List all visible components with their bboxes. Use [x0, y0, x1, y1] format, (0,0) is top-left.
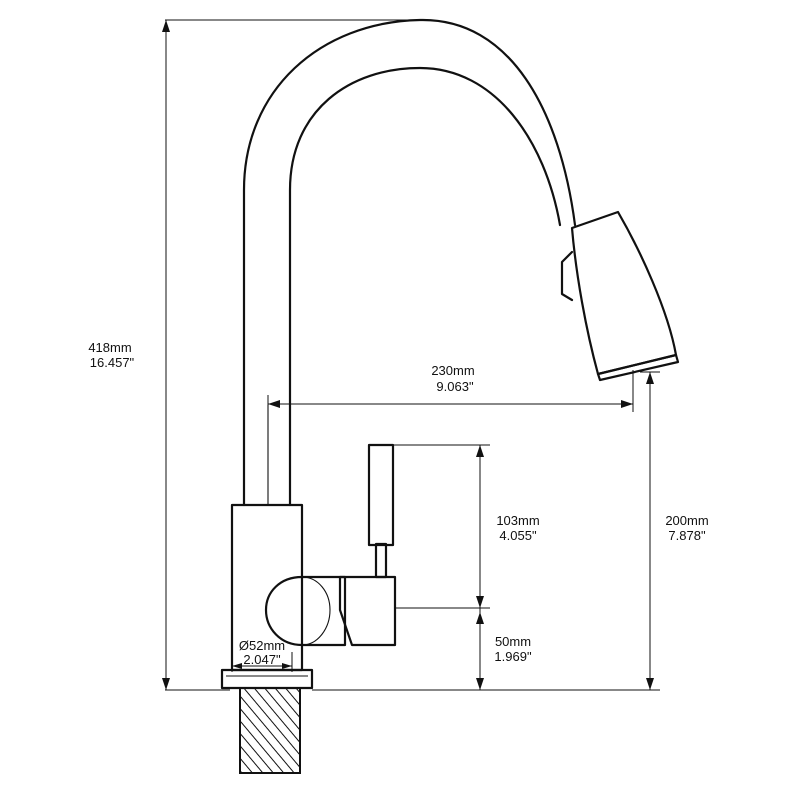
handle-hub-inner: [301, 576, 331, 646]
handle-hub: [264, 575, 347, 647]
base-plate: [220, 668, 314, 690]
spout-outer-curve: [242, 18, 577, 507]
clearance-imperial: 7.878": [668, 528, 706, 543]
spout-inner-curve: [288, 66, 562, 507]
handle-lever: [338, 575, 397, 647]
handle-height-metric: 103mm: [496, 513, 539, 528]
total-height-metric: 418mm: [88, 340, 131, 355]
dimension-labels: 418mm 16.457" 230mm 9.063" 200mm 7.878" …: [88, 340, 708, 667]
reach-metric: 230mm: [431, 363, 474, 378]
handle-grip: [367, 443, 395, 547]
clearance-metric: 200mm: [665, 513, 708, 528]
spray-head-nozzle: [596, 353, 680, 382]
spray-head-button: [560, 250, 574, 302]
handle-height-imperial: 4.055": [499, 528, 537, 543]
dimension-lines: [162, 19, 660, 691]
threaded-shank: [239, 687, 301, 774]
reach-imperial: 9.063": [436, 379, 474, 394]
handle-stem: [374, 542, 388, 579]
base-diameter-metric: Ø52mm: [239, 638, 285, 653]
faucet-outline: [220, 18, 680, 774]
body-height-metric: 50mm: [495, 634, 531, 649]
base-diameter-imperial: 2.047": [243, 652, 281, 667]
body-height-imperial: 1.969": [494, 649, 532, 664]
spray-head: [570, 210, 678, 376]
total-height-imperial: 16.457": [90, 355, 135, 370]
